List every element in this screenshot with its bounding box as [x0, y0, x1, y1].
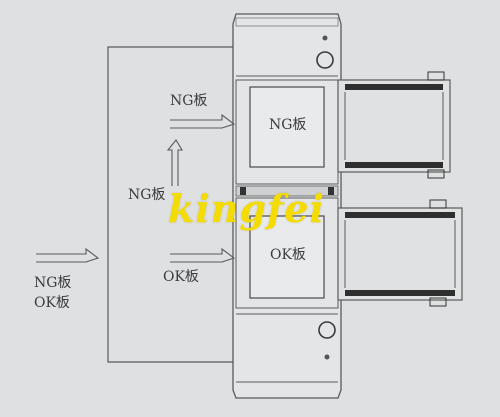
label-ng-middle: NG板 — [128, 187, 166, 203]
label-input-ok: OK板 — [34, 295, 70, 311]
arrow-ok-right — [170, 247, 236, 263]
ok-board-panel — [249, 215, 325, 299]
bottom-sensor-icon — [318, 321, 336, 339]
label-input-ng: NG板 — [34, 275, 72, 291]
ok-conveyor — [337, 199, 463, 307]
arrow-ng-up — [166, 139, 183, 186]
label-ng-panel: NG板 — [269, 117, 307, 133]
label-ok-panel: OK板 — [270, 247, 306, 263]
watermark: kingfei — [168, 186, 325, 231]
ng-conveyor — [337, 71, 451, 179]
ng-board-panel — [249, 86, 325, 168]
label-ok-arrow: OK板 — [163, 269, 199, 285]
top-sensor-icon — [316, 51, 334, 69]
label-ng-top: NG板 — [170, 93, 208, 109]
arrow-ng-right — [170, 113, 236, 129]
flow-outline — [107, 46, 235, 363]
arrow-input-right — [36, 247, 100, 263]
